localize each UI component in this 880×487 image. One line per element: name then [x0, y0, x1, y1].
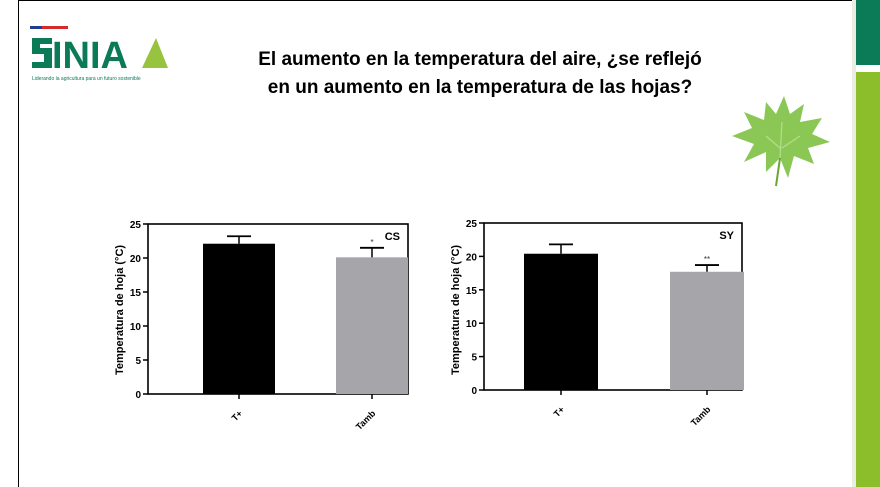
- y-tick-label: 15: [130, 288, 142, 299]
- y-tick-label: 5: [135, 356, 141, 367]
- y-tick-label: 25: [130, 220, 142, 231]
- y-tick-label: 15: [466, 286, 478, 297]
- y-tick-label: 0: [135, 390, 141, 401]
- x-tick-label: T+: [552, 404, 567, 419]
- panel-label: CS: [385, 231, 400, 243]
- logo-tagline: Liderando la agricultura para un futuro …: [32, 76, 141, 82]
- bar: [670, 271, 744, 390]
- x-tick-label: Tamb: [689, 404, 713, 428]
- x-tick-label: Tamb: [354, 408, 378, 432]
- slide-title-line2: en un aumento en la temperatura de las h…: [267, 77, 693, 98]
- y-tick-label: 10: [130, 322, 142, 333]
- bar: [203, 243, 275, 394]
- chart-cs: Temperatura de hoja (°C) 0 5 10 15 20 25 * T+…: [114, 220, 409, 432]
- y-axis-title: Temperatura de hoja (°C): [450, 245, 462, 375]
- significance-label: **: [704, 255, 710, 264]
- bar: [524, 253, 598, 390]
- significance-label: *: [370, 238, 373, 247]
- slide-title-line1: El aumento en la temperatura del aire, ¿…: [258, 49, 702, 70]
- y-tick-label: 25: [466, 219, 478, 230]
- maple-leaf-icon: [732, 96, 830, 187]
- x-tick-label: T+: [230, 408, 245, 423]
- y-tick-label: 0: [471, 386, 477, 397]
- y-tick-label: 5: [471, 353, 477, 364]
- panel-label: SY: [719, 230, 734, 242]
- slide-border-left: [18, 0, 19, 487]
- inia-logo: INIA: [30, 26, 168, 77]
- slide-border-top: [18, 0, 854, 1]
- slide-title: El aumento en la temperatura del aire, ¿…: [180, 46, 780, 102]
- right-accent-separator: [852, 0, 856, 487]
- logo-text: INIA: [52, 35, 128, 77]
- right-accent-bar-dark: [856, 0, 880, 65]
- y-axis-title: Temperatura de hoja (°C): [114, 245, 126, 375]
- bar: [336, 257, 408, 394]
- y-tick-label: 10: [466, 319, 478, 330]
- y-tick-label: 20: [130, 254, 142, 265]
- right-accent-bar-light: [856, 72, 880, 487]
- y-tick-label: 20: [466, 252, 478, 263]
- chart-sy: Temperatura de hoja (°C) 0 5 10 15 20 25 ** T…: [450, 219, 744, 428]
